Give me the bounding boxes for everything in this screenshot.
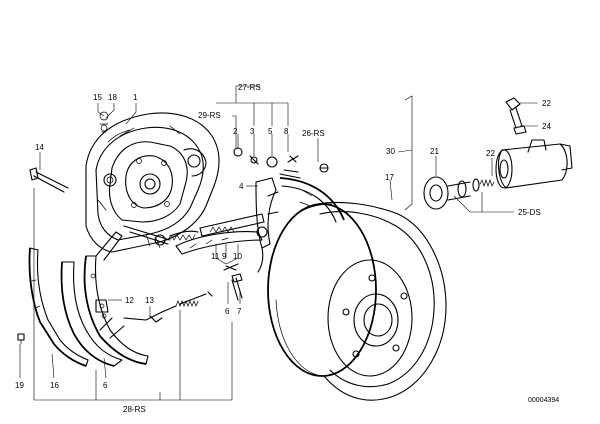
label-15-top: 15 — [93, 93, 102, 102]
backing-plate — [85, 112, 220, 253]
label-30: 30 — [386, 147, 395, 156]
label-14: 14 — [35, 143, 44, 152]
label-6-small: 6 — [225, 307, 230, 316]
label-3: 3 — [250, 127, 255, 136]
label-22: 22 — [486, 149, 495, 158]
label-9: 9 — [222, 252, 227, 261]
label-19: 19 — [15, 381, 24, 390]
label-29-rs: 29-RS — [198, 111, 221, 120]
label-4: 4 — [239, 182, 244, 191]
label-28-rs: 28-RS — [123, 405, 146, 414]
springs-and-adjuster — [123, 213, 268, 323]
label-25-ds: 25-DS — [518, 208, 541, 217]
label-16: 16 — [50, 381, 59, 390]
label-26-rs: 26-RS — [302, 129, 325, 138]
label-18: 18 — [108, 93, 117, 102]
brake-drum — [267, 201, 447, 401]
right-brake-shoe — [255, 169, 345, 273]
label-13: 13 — [145, 296, 154, 305]
label-6: 6 — [103, 381, 108, 390]
label-1: 1 — [133, 93, 138, 102]
label-22-top: 22 — [542, 99, 551, 108]
label-17: 17 — [385, 173, 394, 182]
label-8: 8 — [284, 127, 289, 136]
label-7: 7 — [237, 307, 242, 316]
label-27-rs: 27-RS — [238, 83, 261, 92]
label-12: 12 — [125, 296, 134, 305]
wheel-cylinder — [423, 97, 573, 210]
label-21: 21 — [430, 147, 439, 156]
label-10: 10 — [233, 252, 242, 261]
brake-shoes — [28, 225, 171, 367]
label-2: 2 — [233, 127, 238, 136]
label-24: 24 — [542, 122, 551, 131]
label-5: 5 — [268, 127, 273, 136]
reference-number: 00004394 — [528, 397, 559, 404]
leader-lines — [19, 85, 538, 401]
small-parts — [17, 111, 329, 345]
label-11: 11 — [211, 252, 220, 261]
part-labels: 15 18 1 27-RS 29-RS 2 3 5 8 26-RS 14 4 1… — [15, 83, 559, 414]
